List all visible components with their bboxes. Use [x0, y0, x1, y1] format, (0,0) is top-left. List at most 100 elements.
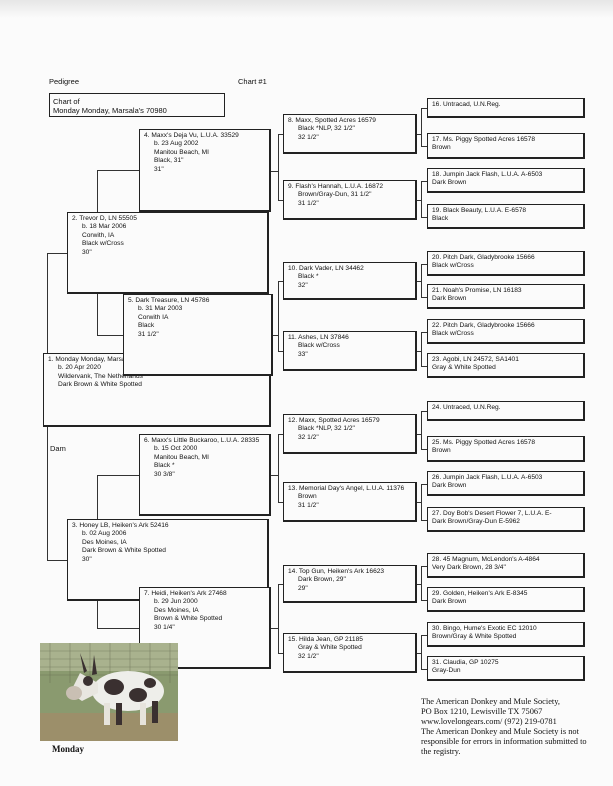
connector-line: [97, 475, 139, 476]
horse-detail: Dark Brown: [432, 179, 467, 187]
connector-line: [421, 634, 427, 636]
connector-line: [97, 170, 139, 171]
connector-line: [47, 253, 48, 353]
horse-detail: Corwith, IA: [82, 231, 115, 239]
horse-detail: Dark Brown: [432, 482, 467, 490]
horse-detail: 30": [82, 555, 92, 563]
horse-name: 13. Memorial Day's Angel, L.U.A. 11376: [288, 485, 405, 492]
horse-name: 3. Honey LB, Heiken's Ark 52416: [72, 522, 169, 529]
horse-detail: 30 3/8": [154, 470, 175, 478]
horse-detail: 31 1/2": [138, 330, 159, 338]
horse-name: 20. Pitch Dark, Gladybrooke 15666: [432, 254, 535, 261]
connector-line: [421, 263, 427, 265]
connector-line: [421, 565, 427, 567]
horse-name: 11. Ashes, LN 37846: [288, 334, 349, 341]
horse-detail: Gray & White Spotted: [298, 644, 362, 652]
horse-detail: Black w/Cross: [432, 330, 474, 338]
horse-detail: 29": [298, 584, 308, 592]
horse-detail: Brown: [298, 493, 317, 501]
connector-line: [421, 449, 427, 450]
connector-line: [278, 584, 283, 585]
horse-detail: Dark Brown/Gray-Dun E-5962: [432, 518, 520, 526]
connector-line: [421, 634, 422, 670]
horse-detail: Black w/Cross: [82, 240, 124, 248]
horse-name: 22. Pitch Dark, Gladybrooke 15666: [432, 322, 535, 329]
connector-line: [278, 351, 283, 352]
connector-line: [421, 331, 422, 367]
horse-name: 26. Jumpin Jack Flash, L.U.A. A-6503: [432, 474, 543, 481]
horse-detail: Gray-Dun: [432, 667, 461, 675]
horse-detail: Black *: [154, 462, 175, 470]
horse-detail: Black *: [298, 273, 319, 281]
horse-detail: b. 31 Mar 2003: [138, 305, 183, 313]
horse-detail: Dark Brown: [432, 598, 467, 606]
horse-detail: Gray & White Spotted: [432, 364, 496, 372]
connector-line: [417, 653, 421, 654]
footer-line: PO Box 1210, Lewisville TX 75067: [421, 707, 543, 716]
pedigree-label: Pedigree: [49, 77, 80, 86]
horse-detail: b. 23 Aug 2002: [154, 140, 199, 148]
horse-detail: 33": [298, 350, 308, 358]
horse-name: 4. Maxx's Deja Vu, L.U.A. 33529: [144, 132, 239, 139]
connector-line: [421, 146, 427, 147]
connector-line: [271, 628, 278, 629]
footer-line: The American Donkey and Mule Society is …: [421, 727, 579, 736]
horse-name: 30. Bingo, Hume's Exotic EC 12010: [432, 625, 537, 632]
chart-of-box: Chart of Monday Monday, Marsala's 70980: [49, 93, 225, 117]
chart-of-subject: Monday Monday, Marsala's 70980: [53, 106, 167, 115]
scan-shading: [0, 0, 613, 18]
horse-detail: Brown & White Spotted: [154, 615, 223, 623]
connector-line: [273, 335, 278, 336]
horse-detail: Dark Brown & White Spotted: [82, 547, 166, 555]
horse-name: 19. Black Beauty, L.U.A. E-6578: [432, 207, 527, 214]
horse-detail: Dark Brown: [432, 295, 467, 303]
horse-detail: b. 20 Apr 2020: [58, 364, 101, 372]
horse-detail: 31 1/2": [298, 199, 319, 207]
horse-detail: Black *NLP, 32 1/2": [298, 425, 355, 433]
horse-detail: 31": [154, 165, 164, 173]
horse-name: 29. Golden, Heiken's Ark E-8345: [432, 590, 528, 597]
horse-name: 15. Hilda Jean, GP 21185: [288, 636, 363, 643]
horse-name: 31. Claudia, GP 10275: [432, 659, 499, 666]
horse-detail: Des Moines, IA: [82, 538, 127, 546]
horse-name: 7. Heidi, Heiken's Ark 27468: [144, 590, 227, 597]
connector-line: [278, 584, 279, 654]
connector-line: [271, 170, 278, 172]
horse-name: 16. Untracad, U.N.Reg.: [432, 101, 501, 108]
connector-line: [47, 253, 67, 254]
horse-name: 21. Noah's Promise, LN 16183: [432, 287, 522, 294]
connector-line: [278, 653, 283, 654]
connector-line: [417, 200, 421, 201]
horse-detail: Black, 31": [154, 157, 184, 165]
footer-line: the registry.: [421, 747, 461, 756]
connector-line: [278, 134, 283, 135]
connector-line: [421, 180, 422, 218]
horse-name: 23. Agobi, LN 24572, SA1401: [432, 356, 519, 363]
horse-name: 14. Top Gun, Heiken's Ark 16623: [288, 568, 385, 575]
horse-name: 10. Dark Vader, LN 34462: [288, 265, 364, 272]
horse-name: 25. Ms. Piggy Spotted Acres 16578: [432, 439, 535, 446]
connector-line: [278, 502, 283, 503]
horse-detail: Manitou Beach, MI: [154, 453, 209, 461]
connector-line: [421, 216, 427, 218]
connector-line: [97, 628, 139, 629]
horse-name: 24. Untraced, U.N.Reg.: [432, 404, 501, 411]
horse-detail: Black w/Cross: [298, 342, 340, 350]
footer-line: responsible for errors in information su…: [421, 737, 587, 746]
